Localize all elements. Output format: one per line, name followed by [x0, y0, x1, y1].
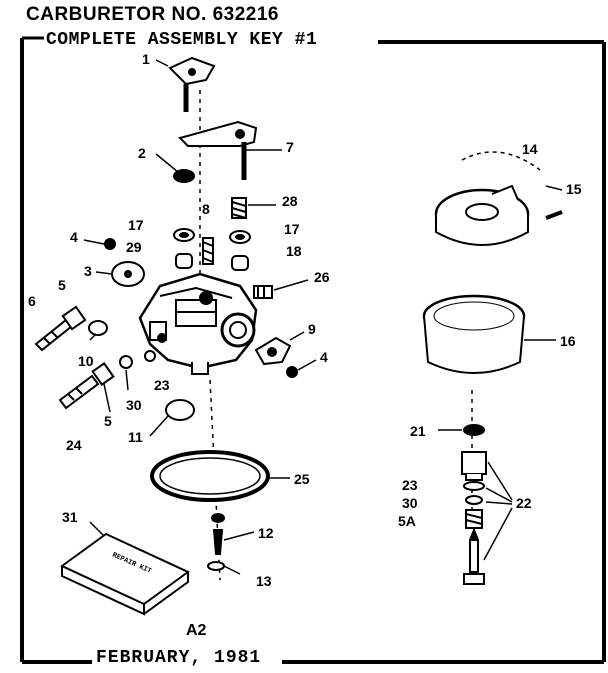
callout-4-right: 4 [320, 349, 328, 365]
callout-30-left: 30 [126, 397, 142, 413]
leader-4-right [297, 359, 317, 371]
leader-26 [273, 279, 309, 291]
throttle-shaft-part [178, 120, 258, 180]
washer-part-30-right [465, 495, 483, 505]
callout-6: 6 [28, 293, 36, 309]
callout-26: 26 [314, 269, 330, 285]
callout-18: 18 [286, 243, 302, 259]
callout-16: 16 [560, 333, 576, 349]
callout-17-right: 17 [284, 221, 300, 237]
callout-7: 7 [286, 139, 294, 155]
callout-25: 25 [294, 471, 310, 487]
float-part-14 [434, 151, 541, 246]
diagram-title: CARBURETOR NO. 632216 [26, 4, 280, 25]
callout-29: 29 [126, 239, 142, 255]
needle-screw-part-right [463, 527, 485, 585]
bushing-part-18-left [175, 253, 193, 269]
callout-14: 14 [522, 141, 538, 157]
callout-23-left: 23 [154, 377, 170, 393]
leader-3 [95, 271, 113, 275]
callout-11: 11 [128, 429, 143, 445]
throttle-lever-part [168, 56, 216, 112]
seat-part-21 [463, 424, 485, 436]
gasket-part-9 [254, 336, 292, 366]
leader-15 [545, 185, 563, 191]
callout-10: 10 [78, 353, 94, 369]
callout-23-right: 23 [402, 477, 418, 493]
callout-5-upper: 5 [58, 277, 66, 293]
leader-13 [223, 565, 241, 575]
callout-17-left: 17 [128, 217, 144, 233]
seal-hole-17-right [235, 234, 245, 240]
diaphragm-part-3 [111, 261, 145, 287]
bushing-part-18-right [231, 255, 249, 271]
callout-4-left: 4 [70, 229, 78, 245]
float-bowl-part-16 [422, 294, 526, 374]
washer-part-30-left [119, 355, 133, 369]
needle-screw-part-24 [58, 374, 100, 410]
needle-clip-part-12 [211, 513, 225, 523]
spring-part-5-lower [91, 362, 115, 386]
leader-9 [289, 331, 305, 341]
spring-part-5-upper [61, 305, 87, 331]
leader-1 [155, 59, 169, 67]
callout-5A: 5A [398, 513, 416, 529]
callout-9: 9 [308, 321, 316, 337]
diagram-subtitle: COMPLETE ASSEMBLY KEY #1 [46, 30, 318, 50]
spring-part-28 [231, 197, 247, 219]
screw-part-2 [173, 169, 195, 183]
spring-part-8 [202, 237, 214, 265]
idle-screw-part-6 [34, 318, 74, 352]
callout-1: 1 [142, 51, 150, 67]
repair-kit-box-part-31 [60, 532, 190, 616]
callout-13: 13 [256, 573, 272, 589]
leader-22-d [483, 507, 513, 561]
callout-12: 12 [258, 525, 274, 541]
leader-10 [89, 333, 97, 341]
screw-part-4-right [286, 366, 298, 378]
washer-part-23-left [144, 350, 156, 362]
washer-part-23-right [463, 481, 485, 491]
callout-15: 15 [566, 181, 582, 197]
footer-date: FEBRUARY, 1981 [96, 648, 262, 668]
page-code: A2 [186, 622, 207, 639]
callout-28: 28 [282, 193, 298, 209]
callout-22: 22 [516, 495, 532, 511]
leader-22-a [487, 461, 513, 501]
callout-30-right: 30 [402, 495, 418, 511]
spring-part-5A [465, 509, 483, 529]
screw-part-4-left [104, 238, 116, 250]
inlet-fitting-part-22 [461, 451, 487, 481]
pin-part-13 [207, 561, 225, 571]
leader-31 [89, 521, 105, 537]
callout-21: 21 [410, 423, 426, 439]
callout-2: 2 [138, 145, 146, 161]
screw-part-26 [253, 285, 273, 299]
leader-2 [155, 153, 179, 173]
leader-22-b [485, 487, 513, 503]
float-pin-part-15 [545, 210, 563, 220]
callout-3: 3 [84, 263, 92, 279]
callout-8: 8 [202, 201, 210, 217]
bowl-gasket-part-25 [150, 450, 270, 502]
callout-31: 31 [62, 509, 78, 525]
gasket-part-11 [165, 399, 195, 421]
leader-5-lower [103, 383, 111, 413]
gasket-part-10 [88, 320, 108, 336]
needle-part-12 [212, 529, 224, 555]
leader-22-c [485, 501, 513, 505]
leader-4-left [83, 239, 105, 245]
callout-24: 24 [66, 437, 82, 453]
leader-12 [223, 531, 255, 541]
leader-30-left [125, 369, 129, 391]
leader-11 [149, 415, 169, 437]
carburetor-body [138, 272, 258, 375]
callout-5-lower: 5 [104, 413, 112, 429]
seal-hole-17-left [179, 232, 189, 238]
